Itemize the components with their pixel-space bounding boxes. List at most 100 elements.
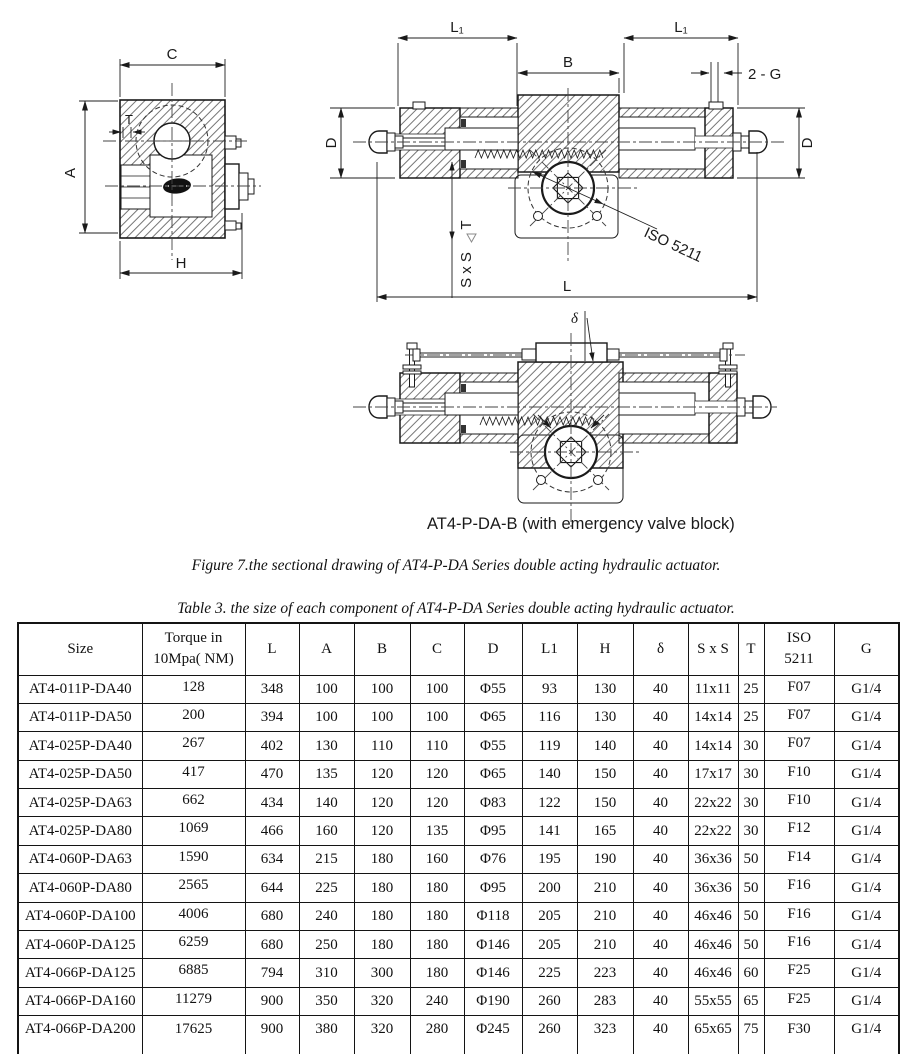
table-cell: AT4-066P-DA200	[17, 1015, 143, 1054]
table-cell: 150	[576, 788, 634, 818]
table-cell: G1/4	[833, 958, 900, 988]
table-cell: 135	[298, 759, 355, 790]
table-cell: 240	[298, 901, 355, 932]
valve-view-body	[353, 333, 777, 527]
table-cell: 1069	[141, 816, 246, 846]
table-cell: 4006	[141, 901, 246, 932]
table-cell: 225	[298, 873, 355, 903]
table-cell: AT4-025P-DA50	[17, 759, 143, 790]
dimension-t: T	[109, 112, 145, 138]
table-cell: 116	[521, 702, 578, 733]
rack-teeth	[474, 148, 604, 160]
table-cell: 120	[409, 759, 465, 790]
table-cell: 40	[632, 958, 689, 988]
table-cell: 180	[409, 873, 465, 903]
iso-5211-label: ISO 5211	[641, 224, 705, 266]
header-row: Size Torque in 10Mpa( NM) L A B C D L1 H…	[17, 622, 900, 676]
end-view-body	[103, 83, 261, 260]
table-cell: 119	[521, 731, 578, 761]
dim-label-sxs: S x S	[458, 252, 475, 288]
table-cell: 223	[576, 958, 634, 988]
table-cell: 394	[244, 702, 300, 733]
col-header-d: D	[463, 622, 523, 676]
dim-label-t2: T	[458, 220, 475, 229]
col-header-a: A	[298, 622, 355, 676]
table-cell: 110	[409, 731, 465, 761]
table-cell: 135	[409, 816, 465, 846]
dim-label-delta: δ	[571, 311, 579, 327]
rack-teeth	[479, 415, 596, 427]
table-cell: Φ83	[463, 788, 523, 818]
col-header-l: L	[244, 622, 300, 676]
side-view-drawing: L₁ B L₁ 2 - G D	[323, 19, 816, 302]
end-view-drawing: C A H T	[62, 46, 261, 279]
table-cell: 40	[632, 901, 689, 932]
table-cell: 210	[576, 930, 634, 960]
table-cell: 50	[737, 930, 765, 960]
table-cell: 283	[576, 986, 634, 1017]
table-cell: F16	[763, 930, 835, 960]
valve-block-drawing: δ	[353, 311, 777, 527]
table-cell: G1/4	[833, 788, 900, 818]
table-cell: Φ146	[463, 958, 523, 988]
table-cell: 40	[632, 674, 689, 704]
table-cell: 100	[353, 674, 411, 704]
table-cell: 205	[521, 901, 578, 932]
table-cell: 100	[409, 674, 465, 704]
table-cell: 348	[244, 674, 300, 704]
table-cell: 30	[737, 759, 765, 790]
dim-label-l1-right: L₁	[674, 19, 687, 36]
table-cell: F07	[763, 702, 835, 733]
table-cell: 14x14	[687, 702, 739, 733]
table-cell: F25	[763, 986, 835, 1017]
table-cell: Φ65	[463, 759, 523, 790]
table-cell: 36x36	[687, 844, 739, 875]
table-cell: G1/4	[833, 674, 900, 704]
table-cell: 180	[353, 930, 411, 960]
center-block	[517, 94, 620, 173]
table-cell: G1/4	[833, 844, 900, 875]
table-cell: 634	[244, 844, 300, 875]
table-cell: 40	[632, 759, 689, 790]
table-cell: 380	[298, 1015, 355, 1054]
table-cell: 40	[632, 702, 689, 733]
table-cell: 140	[576, 731, 634, 761]
col-header-iso: ISO 5211	[763, 622, 835, 676]
table-cell: 22x22	[687, 788, 739, 818]
table-cell: 6259	[141, 930, 246, 960]
table-cell: 310	[298, 958, 355, 988]
table-cell: 900	[244, 1015, 300, 1054]
table-cell: 120	[353, 816, 411, 846]
dim-label-d-left: D	[323, 137, 340, 148]
table-cell: 470	[244, 759, 300, 790]
table-cell: 25	[737, 702, 765, 733]
table-cell: 150	[576, 759, 634, 790]
table-cell: 40	[632, 986, 689, 1017]
table-cell: 40	[632, 930, 689, 960]
table-cell: 22x22	[687, 816, 739, 846]
table-cell: 40	[632, 816, 689, 846]
table-cell: 50	[737, 844, 765, 875]
table-cell: F07	[763, 731, 835, 761]
table-cell: 40	[632, 1015, 689, 1054]
table-cell: 65x65	[687, 1015, 739, 1054]
table-cell: 100	[298, 674, 355, 704]
dimension-d-right: D	[737, 107, 816, 179]
table-cell: AT4-060P-DA100	[17, 901, 143, 932]
table-cell: 323	[576, 1015, 634, 1054]
table-cell: F12	[763, 816, 835, 846]
dim-label-l1-left: L₁	[450, 19, 463, 36]
dim-label-b: B	[563, 54, 573, 71]
table-cell: AT4-060P-DA125	[17, 930, 143, 960]
table-cell: 662	[141, 788, 246, 818]
dimension-delta: δ	[571, 311, 595, 362]
